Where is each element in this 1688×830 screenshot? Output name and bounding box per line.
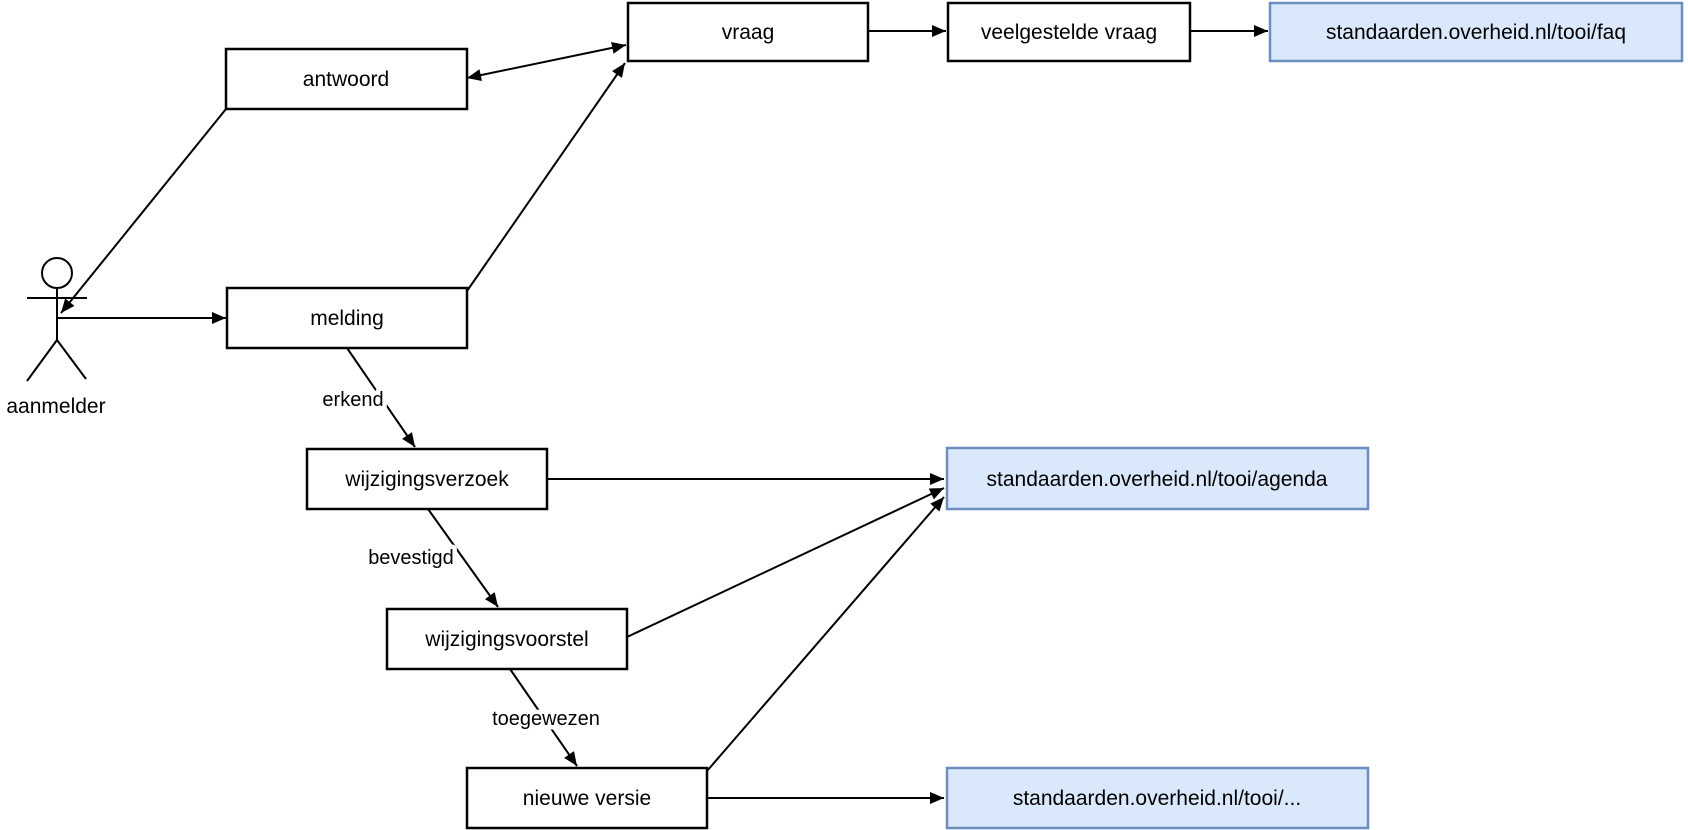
edge-melding-to-vraag — [466, 62, 626, 292]
node-wijzigingsvoorstel-label: wijzigingsvoorstel — [424, 628, 588, 651]
node-melding: melding — [225, 286, 469, 350]
node-wijzigingsverzoek: wijzigingsverzoek — [305, 447, 549, 511]
node-tooi-faq: standaarden.overheid.nl/tooi/faq — [1268, 1, 1684, 63]
node-tooi-overig-label: standaarden.overheid.nl/tooi/... — [1013, 787, 1301, 810]
actor-leg-left-icon — [26, 339, 58, 382]
node-tooi-overig: standaarden.overheid.nl/tooi/... — [945, 766, 1370, 830]
node-veelgestelde-vraag-box — [946, 1, 1192, 63]
edge-antwoord-vraag-bidirectional — [466, 41, 627, 82]
node-melding-label: melding — [310, 307, 384, 330]
edge-label-toegewezen: toegewezen — [492, 708, 600, 730]
node-vraag-box — [626, 1, 870, 63]
node-antwoord: antwoord — [224, 47, 469, 111]
node-tooi-agenda-box — [945, 446, 1370, 511]
node-wijzigingsvoorstel: wijzigingsvoorstel — [385, 607, 629, 671]
node-nieuwe-versie: nieuwe versie — [465, 766, 709, 830]
node-tooi-agenda-label: standaarden.overheid.nl/tooi/agenda — [987, 468, 1328, 491]
edge-nieuwe-versie-to-agenda — [706, 496, 945, 772]
node-wijzigingsvoorstel-box — [385, 607, 629, 671]
node-nieuwe-versie-label: nieuwe versie — [523, 787, 651, 810]
node-tooi-faq-label: standaarden.overheid.nl/tooi/faq — [1326, 21, 1626, 44]
edge-antwoord-to-aanmelder — [60, 108, 227, 314]
node-antwoord-box — [224, 47, 469, 111]
actor-head-icon — [41, 257, 73, 289]
actor-label: aanmelder — [6, 395, 105, 418]
node-wijzigingsverzoek-label: wijzigingsverzoek — [344, 468, 509, 491]
node-veelgestelde-vraag-label: veelgestelde vraag — [981, 21, 1157, 44]
actor-aanmelder: aanmelder — [6, 257, 106, 418]
node-nieuwe-versie-box — [465, 766, 709, 830]
node-vraag-label: vraag — [722, 21, 775, 44]
node-veelgestelde-vraag: veelgestelde vraag — [946, 1, 1192, 63]
node-antwoord-label: antwoord — [303, 68, 389, 91]
node-melding-box — [225, 286, 469, 350]
node-wijzigingsverzoek-box — [305, 447, 549, 511]
edge-label-erkend: erkend — [322, 389, 383, 411]
actor-leg-right-icon — [56, 339, 87, 380]
edge-label-bevestigd: bevestigd — [368, 547, 454, 569]
node-tooi-overig-box — [945, 766, 1370, 830]
edge-melding-to-wijzigingsverzoek — [346, 347, 416, 448]
node-tooi-faq-box — [1268, 1, 1684, 63]
node-vraag: vraag — [626, 1, 870, 63]
edge-wijzigingsvoorstel-to-agenda — [626, 487, 945, 638]
edge-wijzigingsverzoek-to-wijzigingsvoorstel — [427, 508, 499, 608]
connectors — [57, 25, 1268, 804]
node-tooi-agenda: standaarden.overheid.nl/tooi/agenda — [945, 446, 1370, 511]
edge-wijzigingsvoorstel-to-nieuwe-versie — [509, 668, 578, 767]
